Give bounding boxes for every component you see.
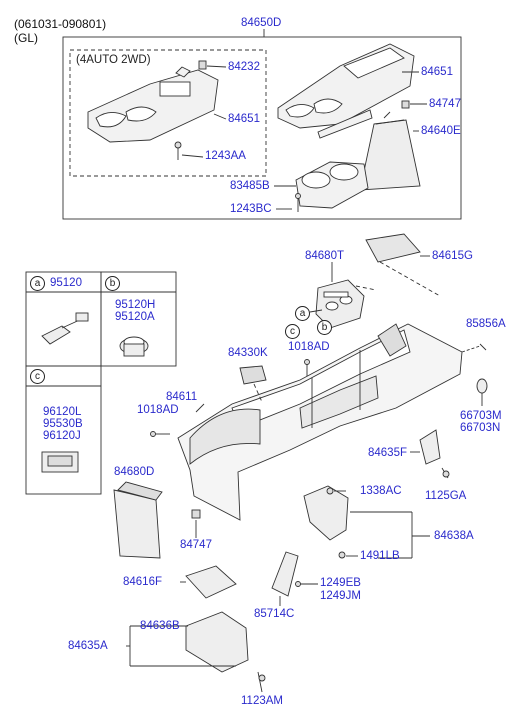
part-84638A[interactable]: 84638A [434, 530, 474, 542]
model-code-label: (GL) [14, 31, 38, 45]
callout-a-box: a [30, 276, 45, 291]
bracket-84638A [303, 485, 349, 541]
part-84680T[interactable]: 84680T [305, 250, 345, 262]
part-1018AD-left[interactable]: 1018AD [137, 404, 179, 416]
part-1123AM[interactable]: 1123AM [241, 695, 283, 707]
option-box-c [25, 365, 102, 495]
part-84747-top[interactable]: 84747 [429, 98, 461, 110]
cup-holder [295, 161, 369, 209]
part-1125GA[interactable]: 1125GA [425, 490, 467, 502]
callout-b-panel: b [317, 320, 332, 335]
part-1018AD-top[interactable]: 1018AD [288, 341, 330, 353]
armrest-lid [365, 233, 421, 263]
part-84615G[interactable]: 84615G [432, 250, 473, 262]
part-84616F[interactable]: 84616F [123, 576, 163, 588]
part-84330K[interactable]: 84330K [228, 347, 268, 359]
part-1243BC[interactable]: 1243BC [230, 203, 272, 215]
callout-b-box: b [105, 276, 120, 291]
part-84611[interactable]: 84611 [166, 391, 198, 403]
main-console-body [177, 323, 463, 521]
date-range-label: (061031-090801) [14, 17, 107, 31]
callout-c-panel: c [285, 324, 300, 339]
part-66703N[interactable]: 66703N [460, 422, 501, 434]
switch-panel-84680T [315, 279, 365, 329]
callout-c-box: c [30, 369, 45, 384]
variant-label: (4AUTO 2WD) [76, 54, 151, 66]
part-84635A[interactable]: 84635A [68, 640, 108, 652]
part-95120[interactable]: 95120 [50, 277, 82, 289]
rear-cover-84680D [113, 481, 163, 559]
part-84680D[interactable]: 84680D [114, 466, 155, 478]
bracket-84616F [185, 565, 237, 599]
aux-jack-c [41, 451, 79, 473]
power-socket-plug [41, 312, 89, 345]
console-cover-right [277, 43, 415, 139]
part-95120H[interactable]: 95120H [115, 299, 156, 311]
part-96120L[interactable]: 96120L [43, 406, 82, 418]
part-66703M[interactable]: 66703M [460, 410, 502, 422]
part-1491LB[interactable]: 1491LB [360, 550, 400, 562]
part-96120J[interactable]: 96120J [43, 430, 81, 442]
part-84636B[interactable]: 84636B [140, 620, 180, 632]
clip-84232 [198, 60, 207, 70]
callout-a-panel: a [295, 306, 310, 321]
part-83485B[interactable]: 83485B [230, 180, 270, 192]
part-84640E[interactable]: 84640E [421, 125, 461, 137]
option-box-b [100, 271, 177, 367]
part-84232[interactable]: 84232 [228, 61, 260, 73]
4auto-2wd-frame [69, 49, 267, 177]
part-84651-right[interactable]: 84651 [421, 66, 453, 78]
bracket-84635F [419, 429, 441, 465]
part-85714C[interactable]: 85714C [254, 608, 295, 620]
shift-boot [359, 119, 421, 191]
part-84635F[interactable]: 84635F [368, 447, 408, 459]
part-1338AC[interactable]: 1338AC [360, 485, 402, 497]
part-1243AA[interactable]: 1243AA [205, 150, 246, 162]
bracket-84636B [185, 611, 249, 673]
switch-bracket [239, 365, 267, 385]
part-95530B[interactable]: 95530B [43, 418, 83, 430]
stay-85714C [271, 551, 299, 597]
part-95120A[interactable]: 95120A [115, 311, 155, 323]
part-84747-bottom[interactable]: 84747 [180, 539, 212, 551]
part-84651-left[interactable]: 84651 [228, 113, 260, 125]
power-socket-b [119, 336, 149, 357]
part-1249JM[interactable]: 1249JM [320, 590, 361, 602]
part-1249EB[interactable]: 1249EB [320, 577, 361, 589]
assembly-frame [62, 36, 462, 220]
part-84650D[interactable]: 84650D [241, 17, 282, 29]
part-85856A[interactable]: 85856A [466, 318, 506, 330]
console-cover-left [87, 66, 219, 143]
